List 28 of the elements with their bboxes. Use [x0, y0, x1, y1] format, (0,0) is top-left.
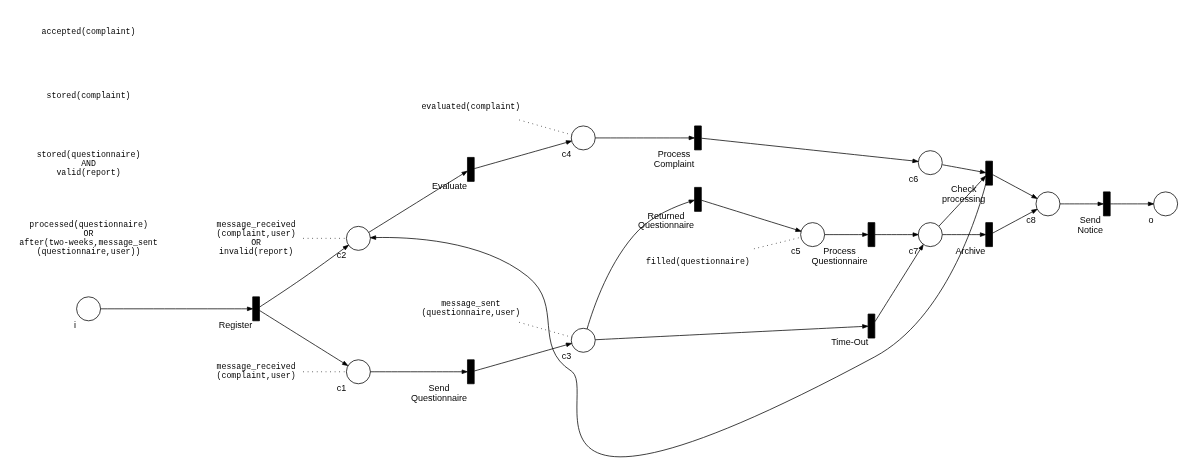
node-label: i	[74, 319, 77, 330]
node-label: c7	[908, 245, 919, 256]
node-label: Evaluate	[431, 180, 467, 191]
node-label: c3	[561, 350, 572, 361]
label: processed(questionnaire) OR after(two-weeks,message_sent (questionnaire,user))	[19, 219, 158, 256]
node-label: Process Questionnaire	[811, 245, 868, 266]
node-text: filled(questionnaire)	[646, 256, 750, 266]
node-text: evaluated(complaint)	[421, 101, 521, 111]
node-label: Register	[218, 319, 253, 330]
node-text: message_received (complaint,user)	[216, 361, 296, 380]
node-label: o	[1148, 214, 1154, 225]
node-label: Archive	[955, 245, 986, 256]
label: accepted(complaint)	[41, 26, 136, 36]
node-label: c5	[791, 245, 801, 256]
node-label: c1	[336, 382, 347, 393]
node-label: c6	[908, 173, 919, 184]
node-label: Time-Out	[831, 336, 869, 347]
node-label: Send Notice	[1077, 214, 1104, 235]
node-label: c2	[336, 249, 347, 260]
node-label: c4	[561, 148, 572, 159]
label: stored(questionnaire) AND valid(report)	[36, 149, 141, 176]
node-label: Check processing	[941, 183, 986, 204]
node-label: Send Questionnaire	[411, 382, 467, 403]
node-text: message_received (complaint,user) OR invalid(report)	[216, 219, 296, 256]
node-label: Process Complaint	[653, 148, 695, 169]
node-text: message_sent (questionnaire,user)	[421, 298, 521, 317]
node-label: c8	[1026, 214, 1036, 225]
label: stored(complaint)	[46, 90, 131, 100]
